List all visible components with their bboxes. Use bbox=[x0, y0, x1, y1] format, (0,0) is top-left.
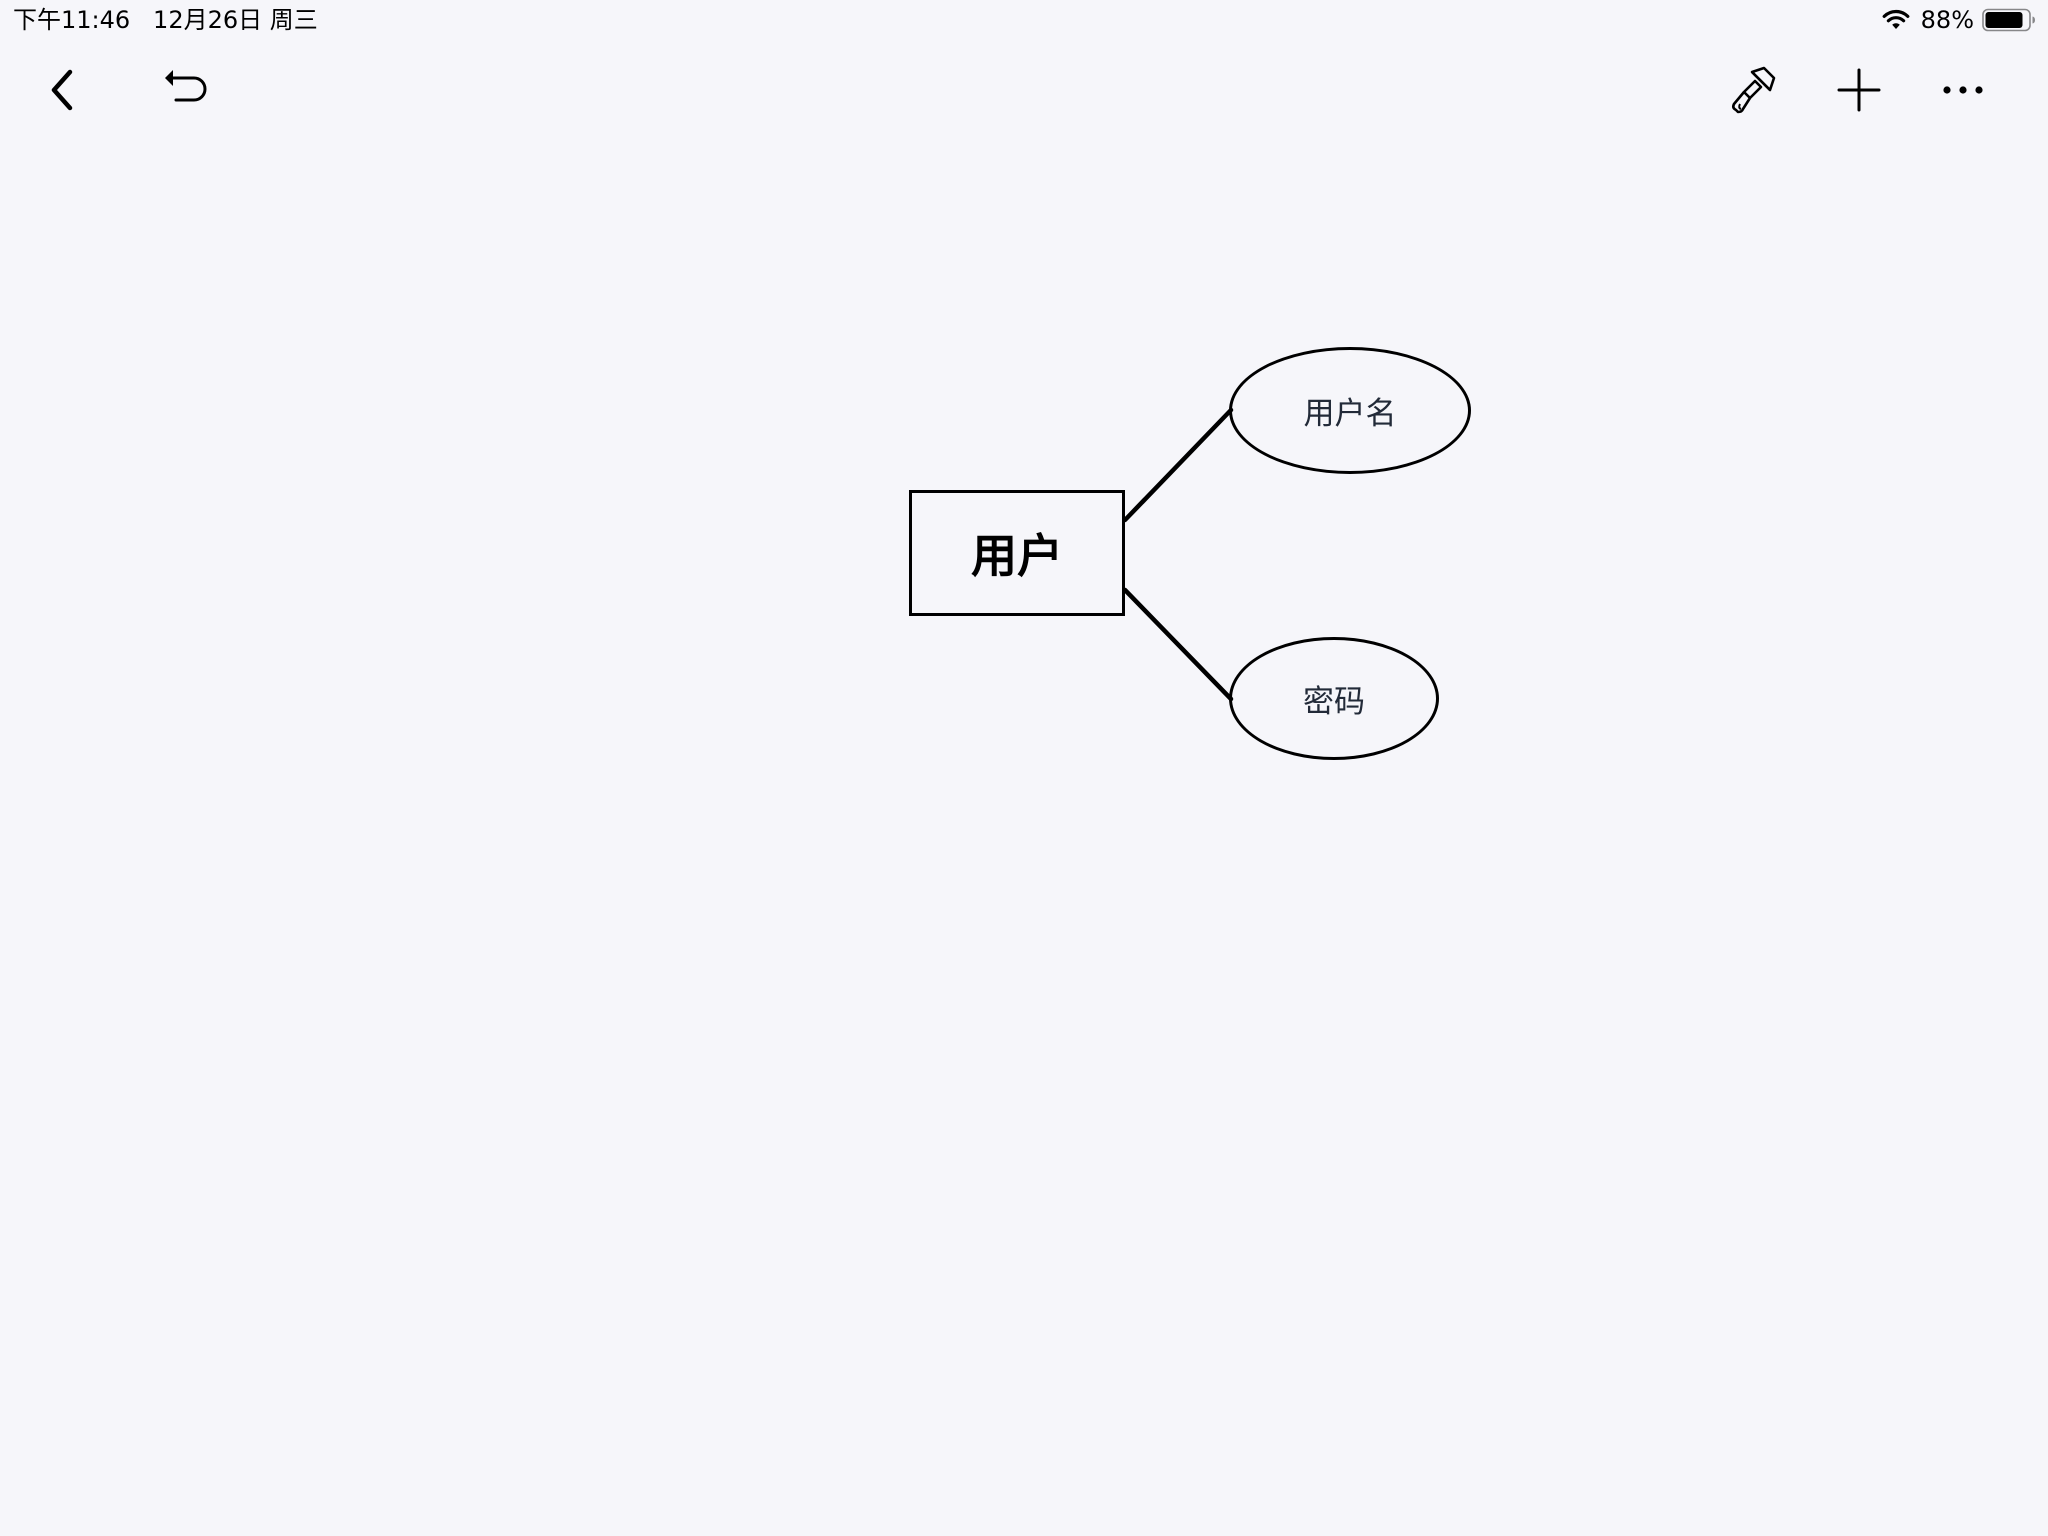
attribute-username-label: 用户名 bbox=[1303, 396, 1397, 432]
battery-fill bbox=[1985, 12, 2023, 28]
wifi-icon bbox=[1882, 9, 1910, 29]
add-button[interactable] bbox=[1827, 58, 1891, 122]
entity-user[interactable]: 用户 bbox=[909, 490, 1125, 616]
format-button[interactable] bbox=[1722, 58, 1786, 122]
entity-user-label: 用户 bbox=[971, 529, 1063, 583]
status-right-group: 88% bbox=[1881, 4, 2036, 36]
back-button[interactable] bbox=[32, 58, 96, 122]
paintbrush-icon bbox=[1732, 66, 1776, 114]
undo-icon bbox=[165, 70, 207, 102]
attribute-password[interactable]: 密码 bbox=[1229, 637, 1439, 760]
status-bar: 下午11:46 12月26日 周三 88% bbox=[0, 0, 2048, 40]
battery-percent: 88% bbox=[1920, 6, 1974, 34]
more-button[interactable] bbox=[1931, 58, 1995, 122]
chevron-left-icon bbox=[51, 69, 73, 111]
battery-icon bbox=[1982, 8, 2035, 32]
attribute-password-label: 密码 bbox=[1303, 684, 1365, 720]
undo-button[interactable] bbox=[156, 58, 220, 122]
status-time-date: 下午11:46 12月26日 周三 bbox=[13, 6, 318, 34]
plus-icon bbox=[1837, 68, 1881, 112]
attribute-username[interactable]: 用户名 bbox=[1229, 347, 1471, 474]
diagram-canvas[interactable] bbox=[0, 130, 2048, 1536]
ellipsis-icon bbox=[1943, 86, 1983, 94]
